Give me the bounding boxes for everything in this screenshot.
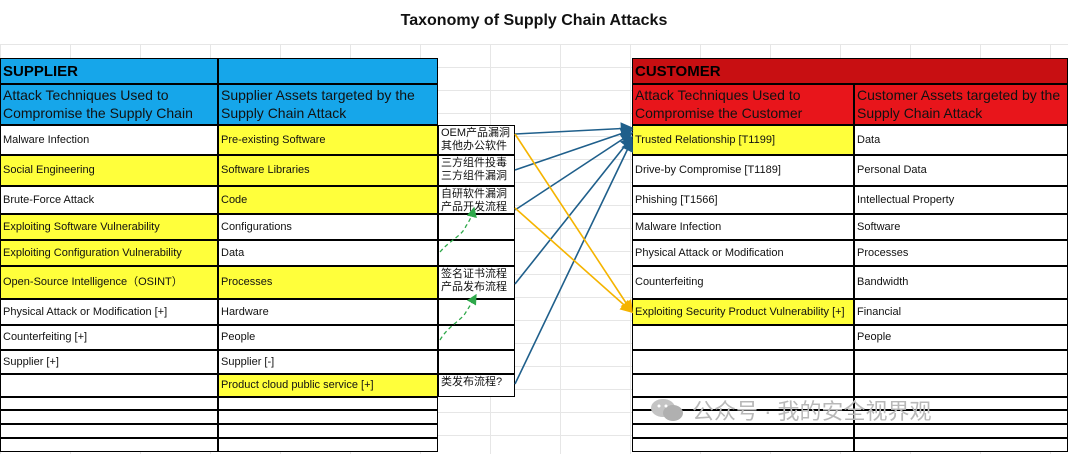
customer-technique-cell: Malware Infection [632,214,854,240]
watermark: 公众号 · 我的安全视界观 [650,394,932,426]
supplier-asset-cell: Code [218,186,438,214]
supplier-technique-cell: Physical Attack or Modification [+] [0,299,218,325]
supplier-asset-cell: Pre-existing Software [218,125,438,155]
customer-techniques-header: Attack Techniques Used to Compromise the… [632,84,854,125]
supplier-asset-cell: People [218,325,438,350]
note-cell: OEM产品漏洞 其他办公软件 [438,125,515,155]
watermark-text: 公众号 · 我的安全视界观 [692,399,932,424]
diagram-title: Taxonomy of Supply Chain Attacks [400,12,668,29]
customer-asset-cell: Bandwidth [854,266,1068,299]
customer-technique-cell [632,410,854,424]
supplier-asset-cell [218,424,438,438]
customer-technique-cell: Counterfeiting [632,266,854,299]
note-cell [438,350,515,374]
supplier-header: SUPPLIER [0,58,218,84]
supplier-asset-cell [218,410,438,424]
supplier-asset-cell: Hardware [218,299,438,325]
note-cell [438,299,515,325]
supplier-technique-cell [0,438,218,452]
supplier-asset-cell: Configurations [218,214,438,240]
note-cell [438,325,515,350]
supplier-technique-cell: Malware Infection [0,125,218,155]
customer-technique-cell [632,438,854,452]
supplier-technique-cell: Social Engineering [0,155,218,186]
customer-technique-cell: Exploiting Security Product Vulnerabilit… [632,299,854,325]
supplier-asset-cell [218,397,438,410]
supplier-asset-cell: Supplier [-] [218,350,438,374]
supplier-technique-cell: Brute-Force Attack [0,186,218,214]
note-cell: 三方组件投毒 三方组件漏洞 [438,155,515,186]
supplier-technique-cell: Exploiting Software Vulnerability [0,214,218,240]
customer-header: CUSTOMER [632,58,1068,84]
customer-assets-header: Customer Assets targeted by the Supply C… [854,84,1068,125]
customer-asset-cell: Processes [854,240,1068,266]
customer-asset-cell: Data [854,125,1068,155]
customer-asset-cell: Software [854,214,1068,240]
supplier-technique-cell: Open-Source Intelligence（OSINT） [0,266,218,299]
customer-technique-cell [632,374,854,397]
supplier-technique-cell [0,374,218,397]
supplier-assets-header: Supplier Assets targeted by the Supply C… [218,84,438,125]
customer-asset-cell [854,350,1068,374]
note-cell [438,240,515,266]
supplier-technique-cell: Counterfeiting [+] [0,325,218,350]
supplier-technique-cell [0,397,218,410]
supplier-asset-cell: Product cloud public service [+] [218,374,438,397]
customer-technique-cell [632,424,854,438]
customer-technique-cell [632,397,854,410]
customer-technique-cell: Phishing [T1566] [632,186,854,214]
customer-asset-cell [854,424,1068,438]
supplier-asset-cell: Data [218,240,438,266]
supplier-header-blank [218,58,438,84]
wechat-icon [651,399,683,421]
supplier-technique-cell: Supplier [+] [0,350,218,374]
customer-asset-cell: People [854,325,1068,350]
supplier-technique-cell [0,424,218,438]
supplier-technique-cell [0,410,218,424]
customer-technique-cell [632,325,854,350]
supplier-asset-cell: Software Libraries [218,155,438,186]
note-cell: 自研软件漏洞 产品开发流程 [438,186,515,214]
supplier-asset-cell: Processes [218,266,438,299]
customer-asset-cell: Intellectual Property [854,186,1068,214]
note-cell: 类发布流程? [438,374,515,397]
customer-technique-cell: Drive-by Compromise [T1189] [632,155,854,186]
customer-technique-cell: Trusted Relationship [T1199] [632,125,854,155]
customer-technique-cell: Physical Attack or Modification [632,240,854,266]
note-cell: 签名证书流程 产品发布流程 [438,266,515,299]
supplier-technique-cell: Exploiting Configuration Vulnerability [0,240,218,266]
supplier-asset-cell [218,438,438,452]
note-cell [438,214,515,240]
customer-asset-cell [854,438,1068,452]
customer-asset-cell: Personal Data [854,155,1068,186]
customer-asset-cell: Financial [854,299,1068,325]
supplier-techniques-header: Attack Techniques Used to Compromise the… [0,84,218,125]
customer-technique-cell [632,350,854,374]
